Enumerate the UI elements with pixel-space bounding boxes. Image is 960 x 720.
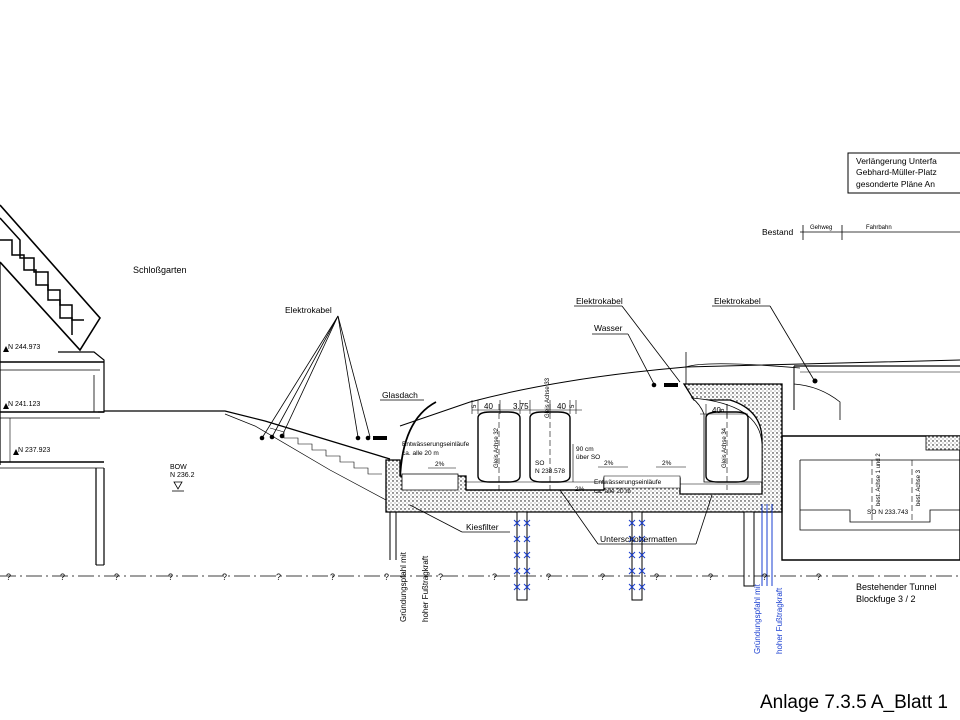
gleis-34-label: Gleis Achse 34: [722, 427, 728, 468]
title-block: Verlängerung Unterfa Gebhard-Müller-Plat…: [847, 152, 960, 194]
so-right-elevation: SO N 233.743: [867, 509, 909, 516]
entwaesserung-1a: Entwässerungseinläufe: [402, 441, 470, 448]
title-line-2: Gebhard-Müller-Platz: [856, 167, 937, 177]
staircase-structure: [0, 204, 105, 566]
bestachse-12-label: best. Achse 1 und 2: [876, 453, 882, 506]
elevation-n1: N 244.973: [8, 344, 40, 351]
gehweg-label: Gehweg: [810, 225, 832, 231]
wasser-label: Wasser: [594, 323, 623, 333]
gruendung-right-2: hoher Fußtragkraft: [775, 587, 784, 654]
cable-mid: [664, 383, 678, 387]
glasdach-shape: [399, 401, 437, 481]
title-line-3: gesonderte Pläne An: [856, 179, 935, 189]
right-hatch: [925, 435, 960, 451]
train-outline-left: [477, 404, 521, 490]
bow-value: N 236.2: [170, 472, 195, 479]
slope-2: 2%: [604, 460, 614, 467]
pile-markers: [513, 504, 773, 591]
elevation-marker-3: [13, 449, 19, 455]
right-existing-structure: [781, 365, 960, 561]
train-outline-middle: [529, 404, 571, 490]
elevation-n2: N 241.123: [8, 401, 40, 408]
svg-text:?: ?: [600, 572, 605, 582]
elektrokabel-label-1: Elektrokabel: [285, 305, 332, 315]
gruendung-left-2: hoher Fußtragkraft: [421, 555, 430, 622]
elevation-n3: N 237.923: [18, 447, 50, 454]
svg-text:?: ?: [330, 572, 335, 582]
svg-text:?: ?: [384, 572, 389, 582]
svg-text:?: ?: [222, 572, 227, 582]
entwaesserung-2b: ca. alle 20 m: [594, 488, 631, 495]
svg-text:?: ?: [114, 572, 119, 582]
dim-3-75: 3.75: [513, 402, 529, 411]
wasser-dot: [651, 382, 657, 388]
title-line-1: Verlängerung Unterfa: [856, 156, 937, 166]
gruendung-right-1: Gründungspfahl mit: [753, 583, 762, 654]
bestand-label: Bestand: [762, 227, 793, 237]
elektrokabel-label-3: Elektrokabel: [714, 296, 761, 306]
so-label: SO: [535, 460, 544, 467]
dim-40-mid: 40: [557, 402, 566, 411]
sheet-label: Anlage 7.3.5 A_Blatt 1: [759, 692, 948, 713]
axis-ticks: ??? ??? ??? ??? ??? ?: [6, 572, 821, 582]
cable-dots-left: [259, 433, 387, 441]
blockfuge-label: Blockfuge 3 / 2: [856, 594, 916, 604]
bow-label: BOW: [170, 464, 187, 471]
elektrokabel-label-2: Elektrokabel: [576, 296, 623, 306]
kiesfilter-label: Kiesfilter: [466, 522, 499, 532]
dim-5-left: 5: [472, 404, 478, 408]
bow-marker: [173, 481, 183, 490]
so-elevation: N 238.578: [535, 468, 565, 475]
so-90cm: 90 cm: [576, 446, 594, 453]
cable-right: [812, 378, 818, 384]
svg-text:?: ?: [492, 572, 497, 582]
svg-text:?: ?: [168, 572, 173, 582]
canopy-roof: [399, 352, 960, 427]
dimension-line-top: [471, 400, 748, 418]
slope-4: 2%: [575, 486, 585, 493]
dim-40-right: 40: [712, 406, 721, 415]
svg-text:?: ?: [438, 572, 443, 582]
elevation-marker-1: [3, 346, 9, 352]
svg-text:?: ?: [762, 572, 767, 582]
piles: [516, 511, 755, 601]
bestachse-3-label: best. Achse 3: [916, 469, 922, 506]
road-header: Bestand Gehweg Fahrbahn: [762, 225, 960, 240]
entwaesserung-1b: ca. alle 20 m: [402, 450, 439, 457]
svg-text:?: ?: [708, 572, 713, 582]
leaders-mid-right: [574, 305, 815, 385]
svg-text:?: ?: [654, 572, 659, 582]
bestehender-tunnel-label: Bestehender Tunnel: [856, 582, 937, 592]
gleis-33-label: Gleis Achse 33: [545, 377, 551, 418]
elektrokabel-left-leaders: [261, 315, 371, 439]
leaders-bottom: [409, 489, 713, 545]
svg-text:?: ?: [816, 572, 821, 582]
ground-profile: [104, 410, 391, 501]
entwaesserung-2a: Entwässerungseinläufe: [594, 479, 662, 486]
fahrbahn-label: Fahrbahn: [866, 225, 892, 231]
gruendung-left-1: Gründungspfahl mit: [399, 551, 408, 622]
slope-3: 2%: [662, 460, 672, 467]
gleis-32-label: Gleis Achse 32: [494, 427, 500, 468]
elevation-marker-2: [3, 403, 9, 409]
svg-text:?: ?: [276, 572, 281, 582]
train-outline-right: [705, 404, 749, 490]
unterschottermatten-label: Unterschottermatten: [600, 534, 677, 544]
dim-40-left: 40: [484, 402, 493, 411]
schlossgarten-label: Schloßgarten: [133, 265, 187, 275]
so-ueber: über SO: [576, 454, 600, 461]
svg-text:?: ?: [60, 572, 65, 582]
slope-1: 2%: [435, 461, 445, 468]
svg-text:?: ?: [546, 572, 551, 582]
dim-5-right: 5: [720, 408, 726, 412]
svg-text:?: ?: [6, 572, 11, 582]
glasdach-label: Glasdach: [382, 390, 418, 400]
dim-5-mid: 5: [570, 404, 576, 408]
